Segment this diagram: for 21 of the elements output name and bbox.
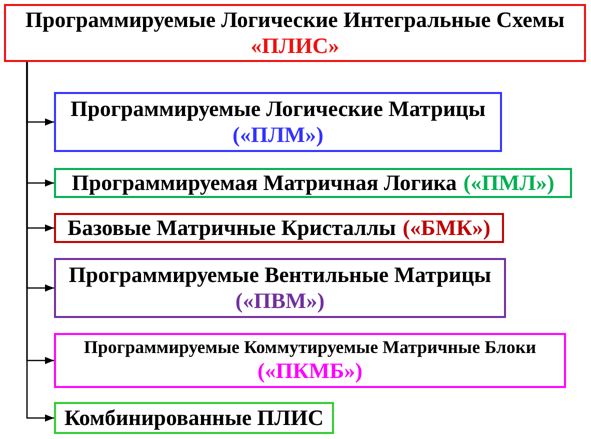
category-name: Базовые Матричные Кристаллы	[67, 214, 396, 242]
category-box	[54, 402, 334, 434]
category-name: Программируемые Логические Интегральные Схемы	[24, 6, 566, 33]
abbreviation: («БМК»)	[402, 214, 490, 242]
category-name: Комбинированные ПЛИС	[64, 404, 324, 432]
category-name: Программируемые Вентильные Матрицы	[68, 262, 492, 288]
category-name: Программируемые Логические Матрицы	[69, 96, 487, 122]
title-box	[4, 4, 586, 62]
abbreviation: («ПМЛ»)	[463, 170, 554, 196]
abbreviation: («ПКМБ»)	[256, 358, 364, 384]
category-box	[54, 258, 506, 318]
abbreviation: «ПЛИС»	[250, 33, 340, 60]
category-box	[54, 168, 572, 198]
category-name: Программируемые Коммутируемые Матричные Блоки	[82, 336, 538, 358]
abbreviation: («ПВМ»)	[234, 288, 326, 314]
category-name: Программируемая Матричная Логика	[72, 170, 457, 196]
arrow	[26, 62, 54, 422]
category-box	[54, 92, 502, 152]
category-box	[54, 333, 566, 388]
abbreviation: («ПЛМ»)	[232, 122, 324, 148]
category-box	[54, 213, 504, 243]
